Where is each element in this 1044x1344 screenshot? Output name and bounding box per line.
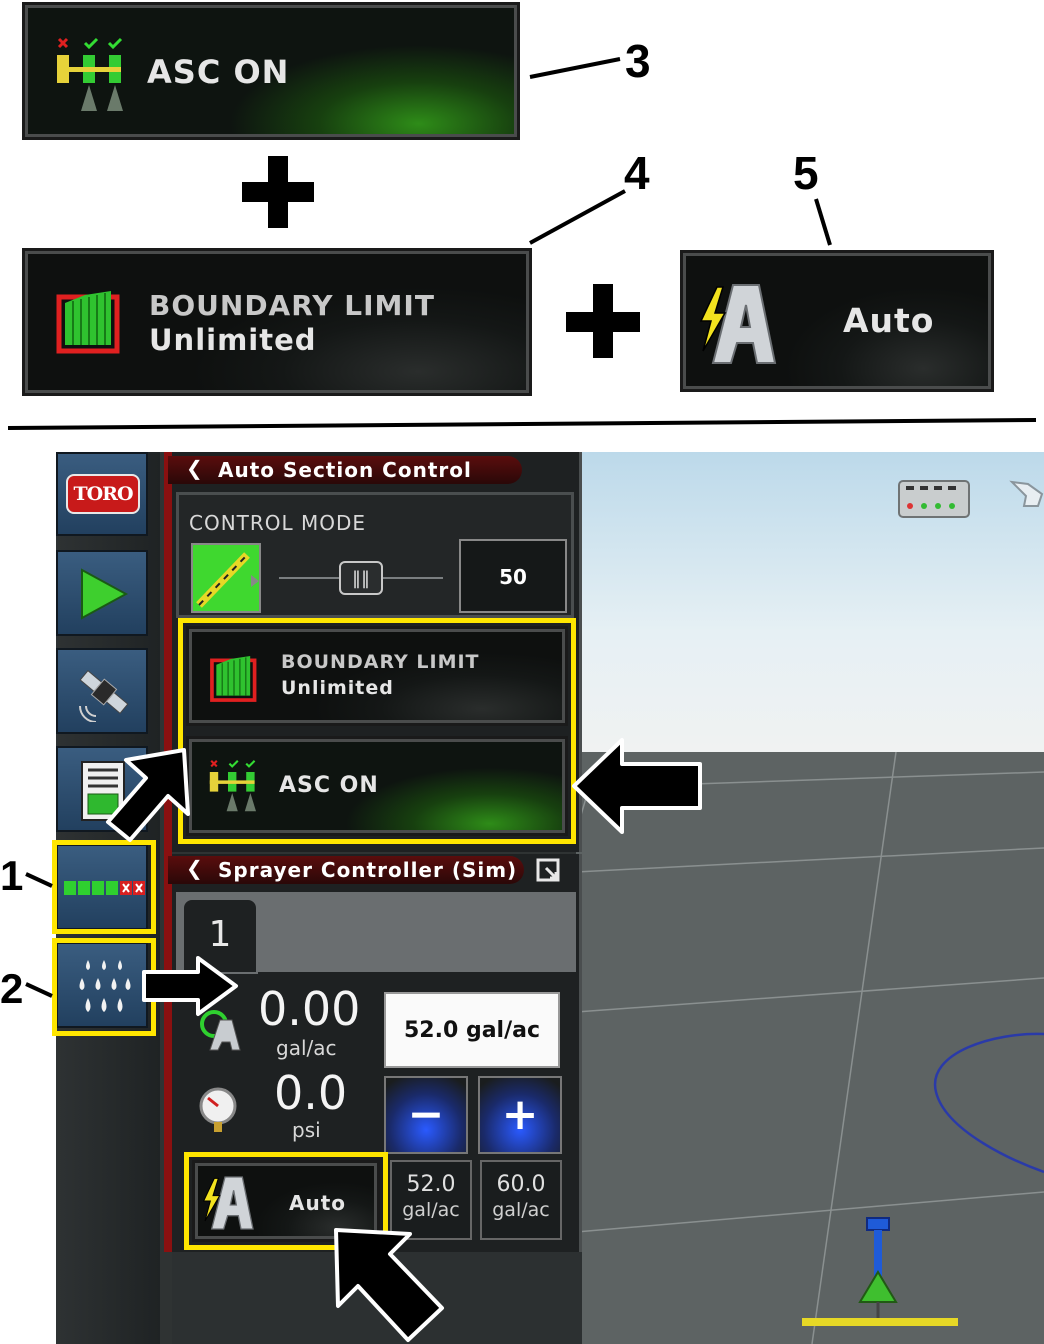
asc-on-button-label: ASC ON — [279, 773, 379, 798]
section-divider — [7, 418, 1037, 430]
auto-highlight-box — [184, 1152, 388, 1250]
preset-rate-1[interactable]: 52.0 gal/ac — [390, 1160, 472, 1240]
asc-panel-header[interactable]: ❮ Auto Section Control — [168, 456, 522, 484]
asc-boundary-value: Unlimited — [281, 677, 394, 699]
map-grid — [576, 752, 1044, 1344]
boundary-field-icon — [210, 655, 257, 702]
asc-boundary-limit-button[interactable]: BOUNDARY LIMIT Unlimited — [186, 626, 568, 726]
target-rate-value: 52.0 gal/ac — [404, 1018, 540, 1043]
asc-on-tile[interactable]: ASC ON — [22, 2, 520, 140]
arrow-to-rate-panel — [142, 956, 238, 1016]
satellite-icon — [79, 669, 129, 722]
boundary-limit-tile[interactable]: BOUNDARY LIMIT Unlimited — [22, 248, 532, 396]
back-chevron-icon: ❮ — [186, 456, 204, 480]
boundary-field-icon — [56, 291, 120, 354]
callout-4: 4 — [624, 147, 650, 199]
rate-auto-label: Auto — [289, 1191, 347, 1215]
sections-status-icon[interactable] — [898, 480, 970, 518]
toro-logo — [66, 474, 140, 514]
sections-button[interactable] — [56, 844, 148, 930]
asc-panel-title: Auto Section Control — [218, 458, 472, 482]
auto-mode-tile[interactable]: Auto — [680, 250, 994, 392]
toro-brand-text: TORO — [73, 483, 133, 505]
coverage-mode-icon[interactable] — [191, 543, 261, 613]
toro-logo-button[interactable]: TORO — [56, 452, 148, 536]
arrow-to-asc-on — [572, 738, 702, 834]
rate-decrease-button[interactable]: − — [384, 1076, 468, 1154]
auto-rate-icon — [200, 1010, 241, 1051]
preset-rate-2[interactable]: 60.0 gal/ac — [480, 1160, 562, 1240]
section-nozzles-icon — [209, 760, 256, 812]
overlap-slider-handle[interactable]: ‖‖ — [339, 561, 383, 595]
sections-button-highlight — [52, 840, 156, 934]
back-chevron-icon: ❮ — [186, 856, 204, 880]
hand-pointer-icon[interactable] — [1004, 472, 1044, 512]
callout-1: 1 — [0, 852, 24, 899]
section-nozzles-icon — [57, 37, 123, 111]
sky — [576, 452, 1044, 752]
current-rate-unit: gal/ac — [276, 1036, 337, 1060]
droplets-icon — [79, 960, 131, 1012]
boundary-limit-value: Unlimited — [149, 323, 317, 357]
display-screenshot: TORO — [56, 452, 1044, 1344]
auto-mode-label: Auto — [843, 301, 935, 340]
control-mode-box: CONTROL MODE ‖‖ 50 — [176, 492, 574, 618]
map-view[interactable] — [576, 452, 1044, 1344]
rate-increase-button[interactable]: + — [478, 1076, 562, 1154]
section-bar-icon — [64, 881, 145, 895]
sprayer-panel-title: Sprayer Controller (Sim) — [218, 858, 518, 882]
callout-2: 2 — [0, 965, 24, 1012]
gps-satellite-button[interactable] — [56, 648, 148, 734]
preset-rate-2-unit: gal/ac — [492, 1199, 550, 1221]
rate-auto-button[interactable]: Auto — [192, 1160, 380, 1242]
callout-5-leader — [814, 198, 832, 246]
asc-on-button[interactable]: ASC ON — [186, 736, 568, 836]
preset-rate-1-unit: gal/ac — [402, 1199, 460, 1221]
plus-sign-1-vertical — [268, 156, 288, 228]
pressure-value: 0.0 — [274, 1066, 348, 1120]
preset-rate-1-value: 52.0 — [406, 1172, 456, 1197]
auto-lightning-icon — [202, 1176, 254, 1230]
panel-stripe — [164, 452, 172, 1252]
asc-boundary-title: BOUNDARY LIMIT — [281, 651, 480, 673]
auto-lightning-icon — [699, 284, 777, 364]
asc-on-label: ASC ON — [147, 53, 290, 91]
boundary-limit-title: BOUNDARY LIMIT — [149, 289, 435, 322]
callout-3: 3 — [625, 35, 651, 87]
guidance-arrow-icon — [81, 568, 129, 620]
callout-4-leader — [529, 189, 626, 245]
product-tab-label: 1 — [208, 914, 232, 955]
callout-3-leader — [529, 57, 621, 79]
callout-2-leader — [25, 982, 53, 998]
target-rate-box[interactable]: 52.0 gal/ac — [384, 992, 560, 1068]
sprayer-panel-header[interactable]: ❮ Sprayer Controller (Sim) — [168, 856, 524, 884]
pressure-unit: psi — [292, 1118, 321, 1142]
minus-label: − — [407, 1089, 445, 1140]
product-tab-1[interactable]: 1 — [182, 898, 258, 974]
control-mode-label: CONTROL MODE — [189, 511, 367, 535]
arrow-to-highlight-box — [106, 748, 190, 842]
overlap-value-box[interactable]: 50 — [459, 539, 567, 613]
asc-highlight-box — [178, 618, 576, 844]
preset-rate-2-value: 60.0 — [496, 1172, 546, 1197]
current-rate-value: 0.00 — [258, 982, 361, 1036]
callout-5: 5 — [793, 147, 819, 199]
guidance-button[interactable] — [56, 550, 148, 636]
undock-icon[interactable] — [534, 856, 564, 886]
plus-label: + — [501, 1089, 539, 1140]
plus-sign-2-vertical — [593, 284, 613, 358]
pressure-gauge-icon — [199, 1087, 237, 1132]
callout-1-leader — [25, 872, 53, 888]
overlap-value: 50 — [499, 565, 527, 589]
arrow-to-auto-button — [334, 1228, 444, 1342]
